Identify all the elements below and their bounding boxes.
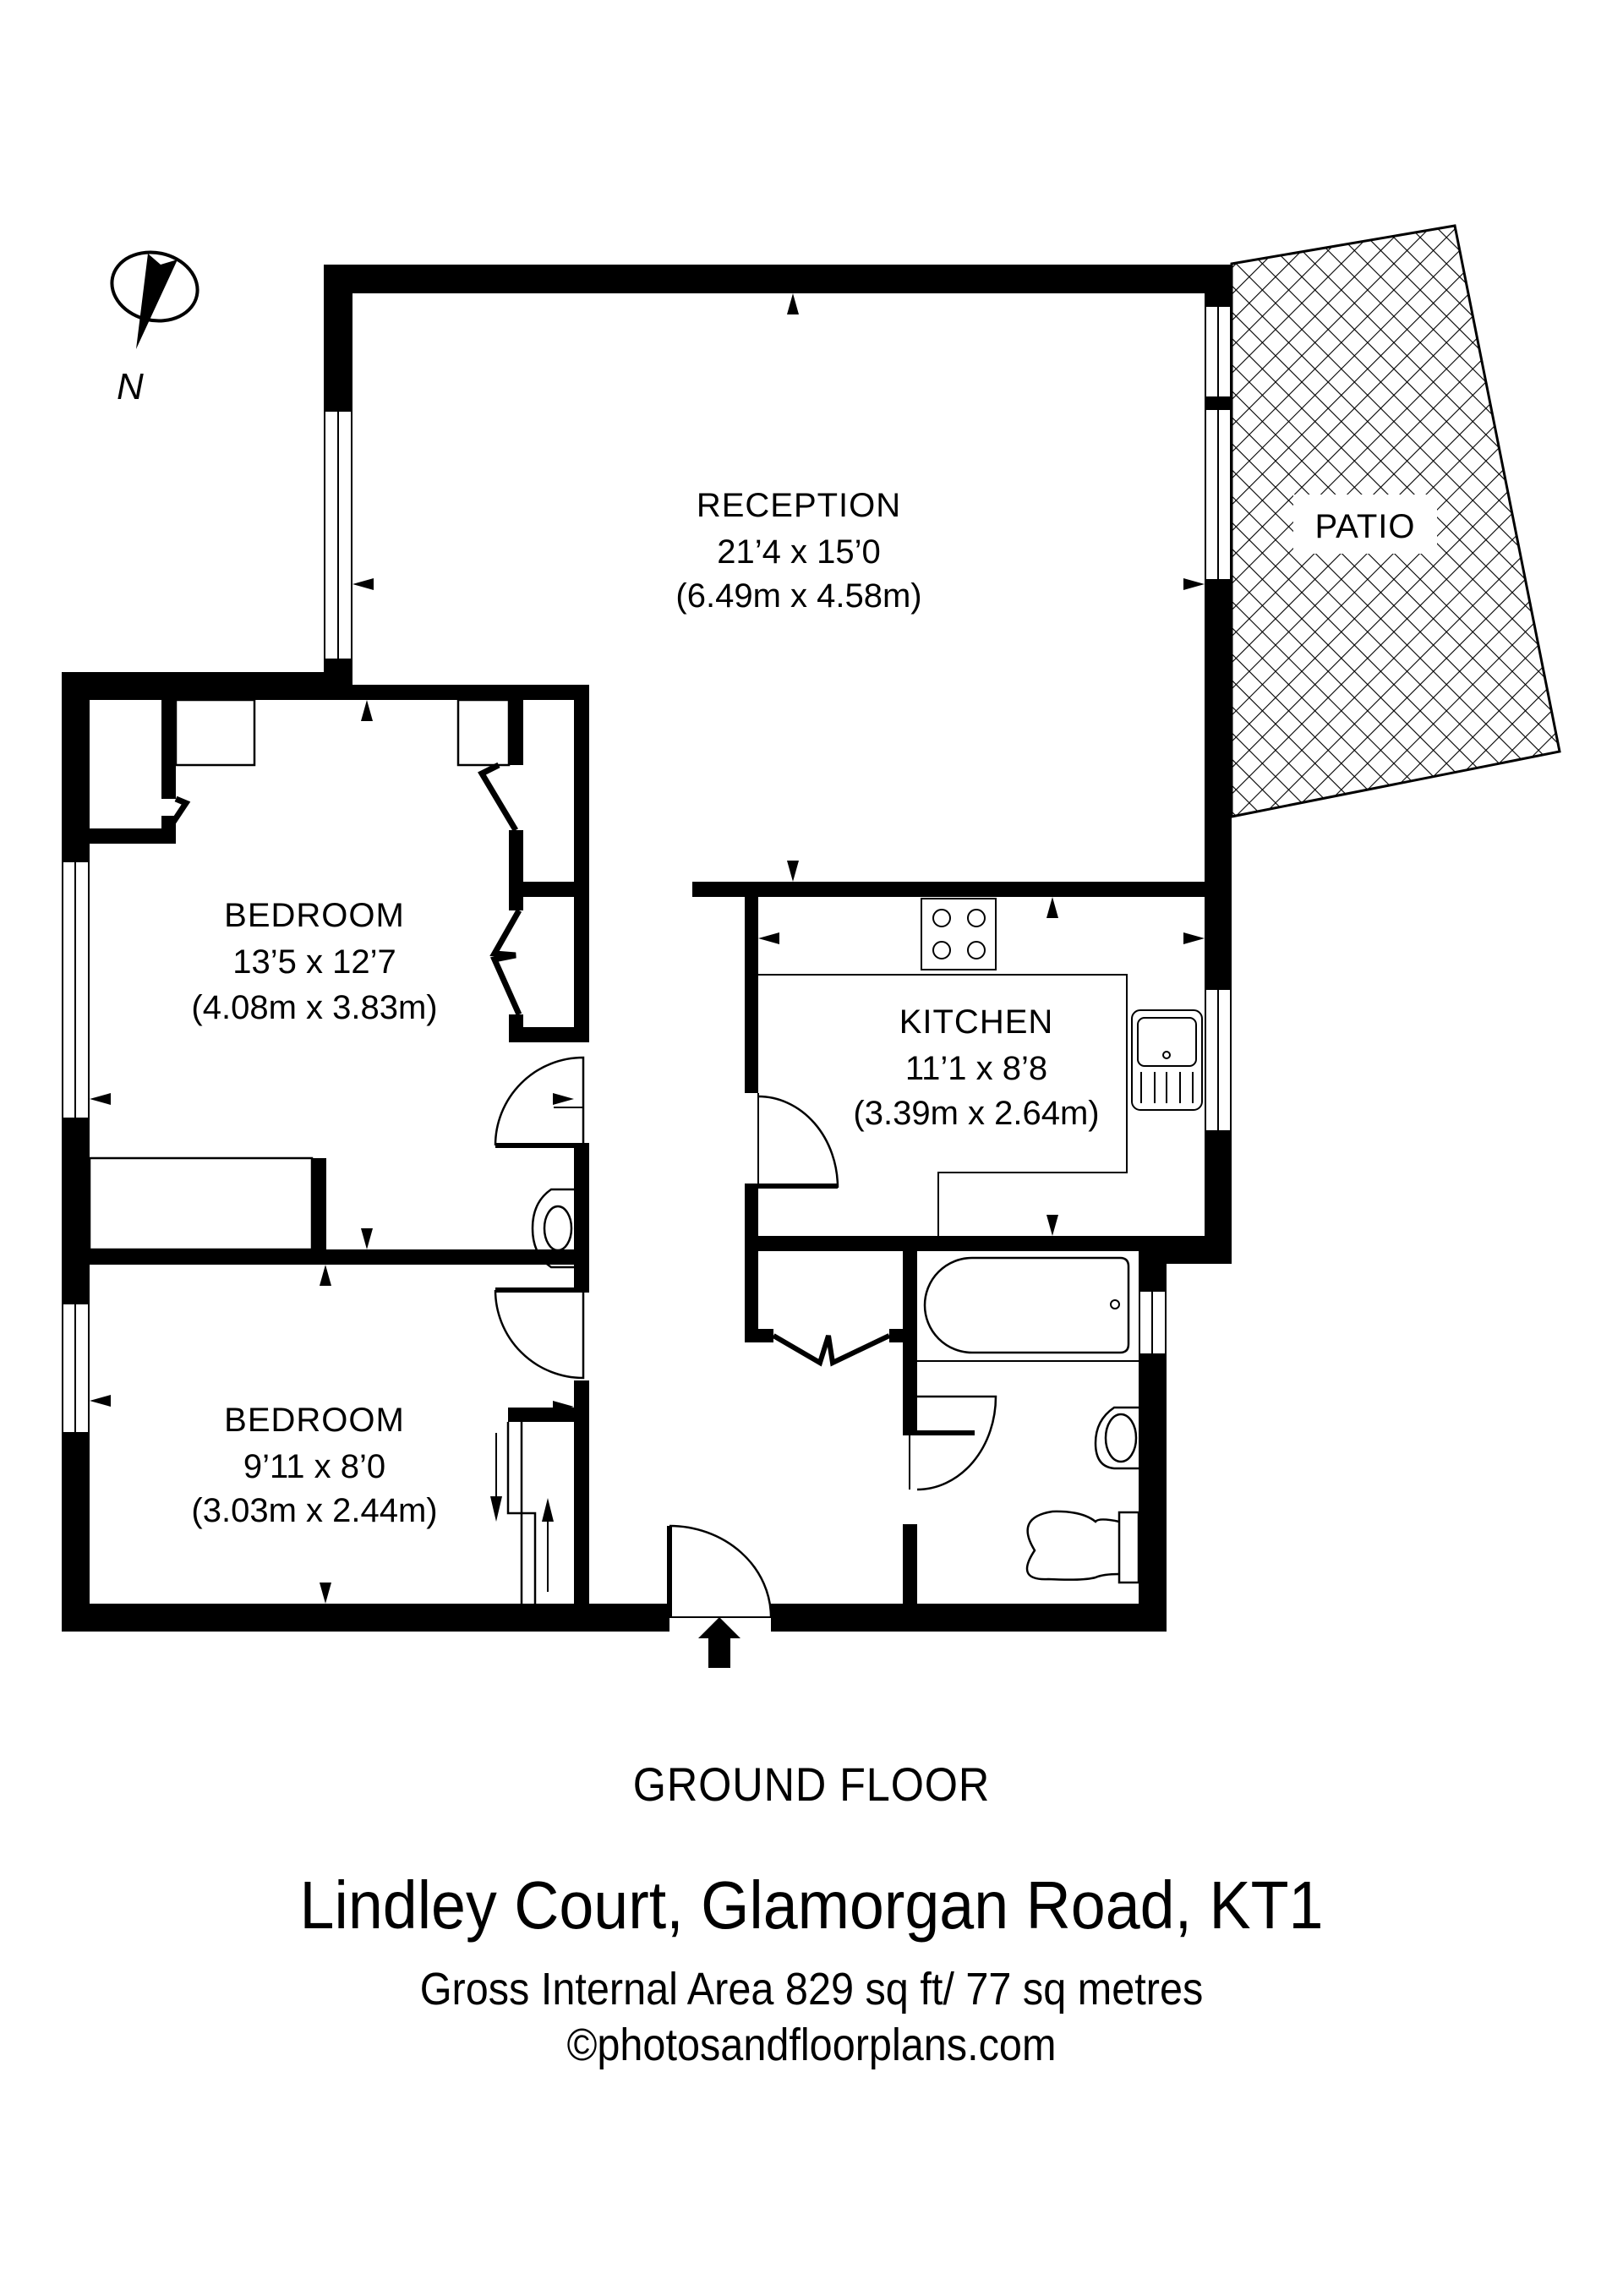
svg-text:BEDROOM: BEDROOM xyxy=(224,897,405,934)
windows xyxy=(62,305,1232,1434)
svg-text:11’1 x 8’8: 11’1 x 8’8 xyxy=(905,1050,1047,1087)
svg-text:(3.39m x 2.64m): (3.39m x 2.64m) xyxy=(853,1095,1099,1132)
svg-text:21’4 x 15’0: 21’4 x 15’0 xyxy=(717,533,880,571)
svg-text:9’11 x 8’0: 9’11 x 8’0 xyxy=(243,1448,385,1485)
svg-text:13’5 x 12’7: 13’5 x 12’7 xyxy=(232,943,396,981)
svg-text:KITCHEN: KITCHEN xyxy=(899,1003,1054,1041)
gross-internal-area: Gross Internal Area 829 sq ft/ 77 sq met… xyxy=(419,1964,1204,2014)
walls xyxy=(62,265,1232,1632)
svg-text:(6.49m x 4.58m): (6.49m x 4.58m) xyxy=(675,577,921,615)
svg-text:RECEPTION: RECEPTION xyxy=(697,487,901,524)
room-label-bedroom-2: BEDROOM 9’11 x 8’0 (3.03m x 2.44m) xyxy=(191,1402,437,1529)
copyright-notice: ©photosandfloorplans.com xyxy=(566,2020,1057,2070)
entrance-arrow-icon xyxy=(698,1617,740,1668)
svg-text:(4.08m x 3.83m): (4.08m x 3.83m) xyxy=(191,989,437,1026)
room-label-bedroom-1: BEDROOM 13’5 x 12’7 (4.08m x 3.83m) xyxy=(191,897,437,1026)
property-address: Lindley Court, Glamorgan Road, KT1 xyxy=(299,1867,1324,1943)
compass-icon xyxy=(110,250,199,349)
svg-text:(3.03m x 2.44m): (3.03m x 2.44m) xyxy=(191,1492,437,1529)
dimension-markers xyxy=(90,293,1205,1604)
fixtures xyxy=(88,698,1203,1618)
svg-text:BEDROOM: BEDROOM xyxy=(224,1402,405,1439)
patio-label: PATIO xyxy=(1314,508,1415,545)
compass-north-label: N xyxy=(117,366,144,407)
room-label-kitchen: KITCHEN 11’1 x 8’8 (3.39m x 2.64m) xyxy=(853,1003,1099,1132)
floor-label: GROUND FLOOR xyxy=(632,1758,991,1811)
room-label-reception: RECEPTION 21’4 x 15’0 (6.49m x 4.58m) xyxy=(675,487,921,615)
